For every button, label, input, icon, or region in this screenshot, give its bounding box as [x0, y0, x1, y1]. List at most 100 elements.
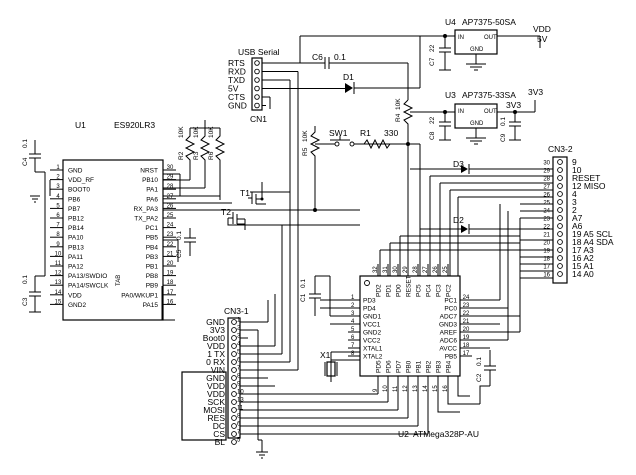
cn3-2-pin-label: 3 [572, 197, 577, 207]
u2-pin-name: GND3 [439, 322, 457, 329]
u2-pin-name: PC2 [446, 284, 453, 297]
u4-rail-label: VDD [533, 24, 551, 34]
u2-pin-name: VCC2 [363, 338, 381, 345]
c4-ref: C4 [22, 157, 29, 166]
cn3-2-pin [557, 231, 563, 237]
cn3-1-pin-label: GND [206, 317, 225, 327]
u1-pin-number: 5 [56, 203, 60, 209]
cn3-1-pin-label: VDD [207, 341, 225, 351]
u1-pin-name: PB13 [68, 244, 84, 251]
cn3-1-pin [231, 319, 237, 325]
u2-pin-number: 20 [463, 327, 470, 333]
u1-pin-number: 26 [167, 203, 174, 209]
u2-pin-name: PD4 [363, 306, 376, 313]
cn3-2-pin-number: 30 [543, 161, 550, 167]
cn3-1-pin-label: Boot0 [203, 333, 225, 343]
u2-pin-name: PD6 [386, 360, 393, 373]
u2-pin-number: 10 [383, 385, 389, 392]
cn3-1-pin-label: SCK [208, 397, 226, 407]
cn3-2-pin [557, 167, 563, 173]
u2-pin-name: PB3 [436, 360, 443, 373]
cn3-2-pin-label: 19 A5 SCL [572, 229, 613, 239]
cn3-2-pin-label: 9 [572, 157, 577, 167]
u1-pin-number: 29 [167, 175, 174, 181]
cn3-2-pin [557, 223, 563, 229]
cn3-1-pin-number: 2 [237, 326, 241, 332]
cn3-2-pin-number: 21 [543, 233, 550, 239]
u2-pin-number: 23 [463, 303, 470, 309]
u1-pin-name: RX_PA3 [134, 206, 159, 213]
cn3-2-pin-number: 18 [543, 257, 550, 263]
c2-value: 0.1 [476, 357, 483, 366]
u1-pin-name: TX_PA2 [134, 216, 158, 223]
u1-pin-number: 8 [56, 232, 60, 238]
diode-d2: D2 [420, 215, 520, 234]
cn3-2-pin-number: 16 [543, 273, 550, 279]
u2-pin-number: 1 [351, 295, 355, 301]
cn3-1-pin-number: 4 [237, 342, 241, 348]
u1-pin-name: PB3 [146, 254, 159, 261]
u1-pin-number: 4 [56, 194, 60, 200]
cn3-2-pin-number: 20 [543, 241, 550, 247]
u1-pin-number: 10 [55, 251, 62, 257]
u2-pin-name: ADC6 [440, 338, 458, 345]
u1-pin-name: PA0/WKUP1 [121, 292, 158, 299]
resistor-r2: R2 10K [178, 126, 196, 168]
cn3-2-pin [557, 207, 563, 213]
u2-pin-number: 18 [463, 343, 470, 349]
r1-ref: R1 [360, 128, 371, 138]
cn3-1-pin-number: 13 [237, 398, 244, 404]
cn3-1-ref: CN3-1 [224, 306, 249, 316]
cn3-1-pin-number: 8 [237, 414, 241, 420]
cn3-2-pin-label: A6 [572, 221, 583, 231]
u2-pin-number: 25 [443, 266, 449, 273]
c9-value: 0.1 [500, 117, 507, 126]
u1-pin-name: PB9 [146, 283, 159, 290]
c3-ref: C3 [22, 297, 29, 306]
u1-pin-number: 20 [167, 261, 174, 267]
u4-ref: U4 [445, 17, 456, 27]
cn3-2-pin-label: 2 [572, 205, 577, 215]
cn3-2-pin-label: 16 A2 [572, 253, 594, 263]
u2-pin-name: ADC7 [440, 314, 458, 321]
cn3-1-pin [231, 439, 237, 445]
u1-pin-name: PB5 [146, 235, 159, 242]
u1-pin-name: PB4 [146, 244, 159, 251]
cn3-2-pin-label: A7 [572, 213, 583, 223]
u1-pin-name: BOOT0 [68, 187, 90, 194]
u1-pin-name: PB10 [142, 177, 158, 184]
u1-pin-name: PB12 [68, 216, 84, 223]
u2-pin-number: 9 [373, 388, 379, 392]
u1-pin-name: PA13/SWDIO [68, 273, 107, 280]
cn3-1-pin-label: VDD [207, 381, 225, 391]
cn3-2-pin-label: 17 A3 [572, 245, 594, 255]
cap-c2: C2 0.1 [476, 350, 496, 386]
u1-pin-name: NRST [140, 168, 158, 175]
cn3-1-pin [231, 415, 237, 421]
u1-pin-name: PA14/SWCLK [68, 283, 109, 290]
resistor-r3: R3 10K [193, 126, 211, 168]
cn1-ref: CN1 [250, 114, 267, 124]
cn1-pin-5v: 5V [228, 84, 239, 94]
u2-pin-number: 17 [463, 351, 470, 357]
cn3-1-pin-label: DC [213, 421, 225, 431]
cn3-1-pin [231, 423, 237, 429]
cn3-2-pin-label: 14 A0 [572, 269, 594, 279]
r6-value: 10K [208, 126, 215, 138]
u2-pin-name: PD0 [396, 284, 403, 297]
c1-ref: C1 [300, 293, 307, 302]
cn3-2-pin-number: 28 [543, 177, 550, 183]
cn3-1-pin-number: 8 [237, 374, 241, 380]
u2-pin-number: 7 [351, 343, 355, 349]
u1-left-pins: GND1VDD_RF2BOOT03PB64PB75PB126PB147PA108… [50, 165, 109, 309]
module-u1: U1 ES920LR3 TAB GND1VDD_RF2BOOT03PB64PB7… [50, 120, 176, 321]
u1-pin-number: 18 [167, 280, 174, 286]
cn3-2-pin [557, 263, 563, 269]
u2-pin-name: PC3 [436, 284, 443, 297]
cn3-2-pin-label: RESET [572, 173, 600, 183]
cn3-1-pin [231, 367, 237, 373]
u2-pin-name: AVCC [439, 346, 457, 353]
